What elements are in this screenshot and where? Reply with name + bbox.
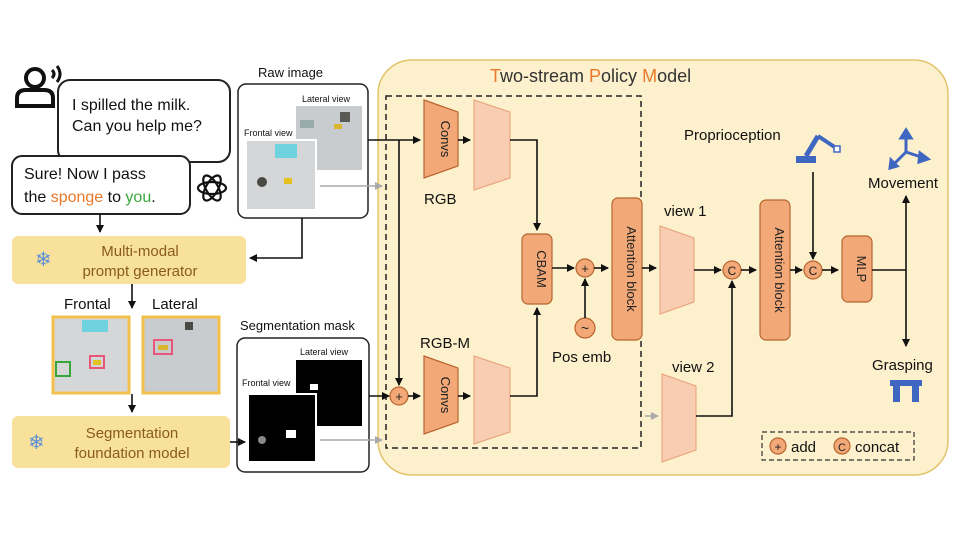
svg-text:CBAM: CBAM [534, 250, 549, 288]
frontal-prompt-image [51, 315, 131, 395]
add-node-pos: + [575, 258, 595, 278]
rgb-label: RGB [424, 191, 457, 208]
grasping-label: Grasping [872, 357, 933, 374]
view1-label: view 1 [664, 203, 707, 220]
svg-text:C: C [728, 264, 737, 278]
concat-node-views: C [722, 260, 742, 280]
rgbm-convs-module: Convs [423, 355, 459, 435]
view2-label: view 2 [672, 359, 715, 376]
svg-text:+: + [774, 440, 781, 454]
mlp-module: MLP [841, 235, 873, 303]
mask-lateral-view-label: Lateral view [300, 347, 349, 357]
assistant-reply-line1: Sure! Now I pass [24, 166, 146, 183]
svg-text:Attention block: Attention block [624, 226, 639, 312]
prompt-generator-line2: prompt generator [82, 263, 197, 280]
cbam-module: CBAM [521, 233, 553, 305]
lateral-label: Lateral [152, 296, 198, 313]
movement-label: Movement [868, 175, 939, 192]
segmentation-model-line2: foundation model [74, 445, 189, 462]
raw-lateral-view-label: Lateral view [302, 94, 351, 104]
svg-text:C: C [809, 264, 818, 278]
policy-flow-arrows [368, 136, 910, 417]
raw-frontal-view-label: Frontal view [244, 128, 293, 138]
legend-add-label: add [791, 439, 816, 456]
assistant-reply-line2: the sponge to you. [24, 189, 156, 206]
user-prompt-bubble: I spilled the milk. Can you help me? [57, 79, 231, 163]
svg-text:MLP: MLP [854, 256, 869, 283]
pos-emb-label: Pos emb [552, 349, 611, 366]
policy-model-title: Two-stream Policy Model [490, 66, 691, 86]
add-node-rgbm: + [389, 386, 409, 406]
proprioception-label: Proprioception [684, 127, 781, 144]
snowflake-icon: ❄ [28, 432, 45, 454]
mask-frontal-view-label: Frontal view [242, 378, 291, 388]
rgb-feature-map [473, 99, 511, 191]
legend-concat-label: concat [855, 439, 900, 456]
svg-text:Convs: Convs [438, 377, 453, 414]
svg-text:+: + [395, 389, 403, 404]
snowflake-icon: ❄ [35, 249, 52, 271]
view1-feature-map [659, 225, 695, 315]
frontal-label: Frontal [64, 296, 111, 313]
lateral-prompt-image [141, 315, 221, 395]
svg-text:~: ~ [581, 320, 589, 336]
movement-axes-icon [888, 127, 932, 171]
rgbm-label: RGB-M [420, 335, 470, 352]
attention-block-1: Attention block [611, 197, 643, 341]
user-prompt-line2: Can you help me? [72, 118, 202, 135]
svg-text:Convs: Convs [438, 121, 453, 158]
concat-node-proprio: C [803, 260, 823, 280]
segmentation-mask-label: Segmentation mask [240, 318, 355, 333]
mask-frontal-view-image [247, 393, 317, 463]
legend: + add C concat [761, 431, 915, 461]
svg-text:+: + [581, 261, 589, 276]
prompt-generator-box: ❄ Multi-modal prompt generator [12, 236, 246, 284]
rgb-convs-module: Convs [423, 99, 459, 179]
llm-logo-icon [196, 174, 228, 202]
raw-image-label: Raw image [258, 65, 323, 80]
rgbm-feature-map [473, 355, 511, 445]
prompt-generator-line1: Multi-modal [101, 243, 179, 260]
raw-frontal-view-image [245, 139, 317, 211]
pos-emb-node: ~ [574, 317, 596, 339]
svg-text:Attention block: Attention block [772, 227, 787, 313]
left-flow-arrows [96, 214, 303, 446]
svg-text:C: C [838, 442, 846, 454]
segmentation-model-line1: Segmentation [86, 425, 179, 442]
robot-arm-icon [796, 134, 841, 163]
assistant-reply-bubble: Sure! Now I pass the sponge to you. [11, 155, 191, 215]
user-speaking-icon [15, 65, 62, 108]
segmentation-model-box: ❄ Segmentation foundation model [12, 416, 230, 468]
attention-block-2: Attention block [759, 199, 791, 341]
view2-feature-map [661, 373, 697, 463]
gray-arrows [320, 182, 659, 444]
user-prompt-line1: I spilled the milk. [72, 97, 190, 114]
gripper-icon [890, 380, 922, 402]
